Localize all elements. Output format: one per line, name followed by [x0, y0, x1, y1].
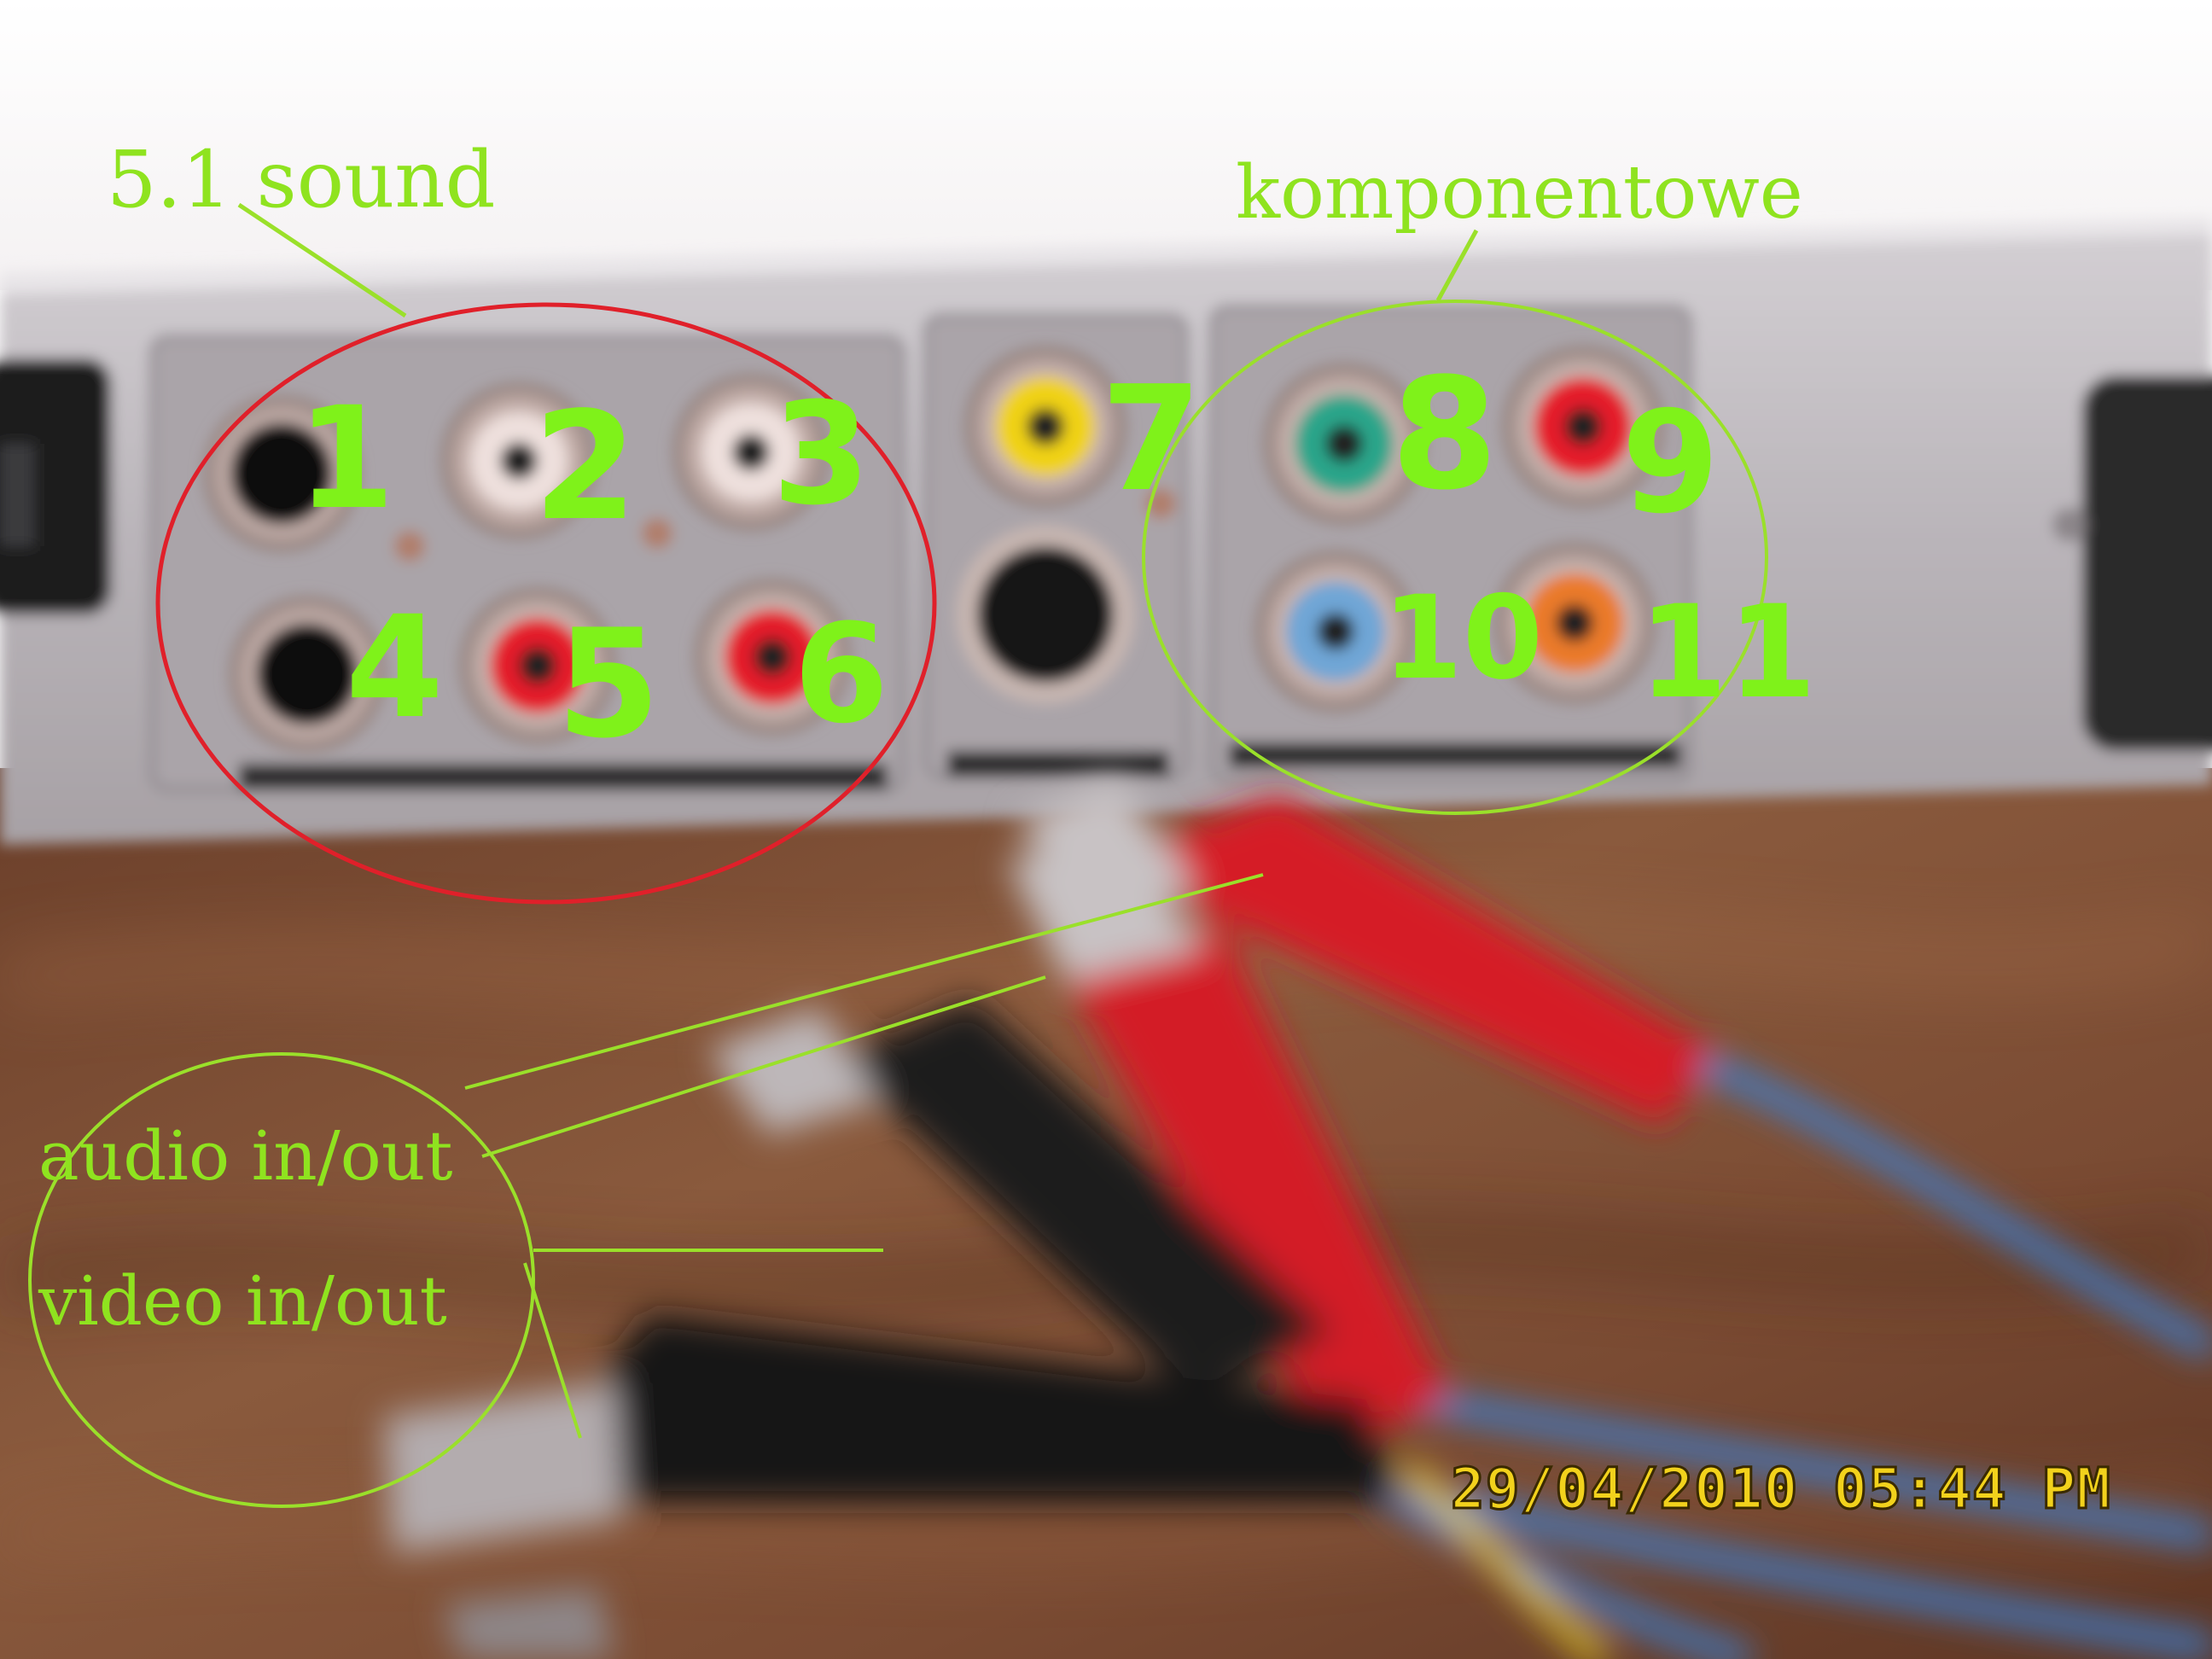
audio-pointer-line-upper: [464, 873, 1264, 1090]
jack-number-11: 11: [1639, 579, 1817, 727]
audio-label: audio in/out: [38, 1116, 453, 1196]
component-pointer-line: [1435, 229, 1479, 302]
jack-number-1: 1: [297, 376, 395, 540]
jack-number-10: 10: [1382, 571, 1543, 705]
jack-number-4: 4: [346, 585, 444, 749]
component-section-label: komponentowe: [1236, 150, 1803, 236]
audio-video-circle: [28, 1052, 535, 1508]
video-label: video in/out: [38, 1261, 447, 1341]
sound-pointer-line: [237, 202, 407, 318]
jack-number-5: 5: [556, 598, 661, 771]
annotation-overlay: [28, 202, 1768, 1508]
jack-number-7: 7: [1101, 355, 1202, 524]
sound-section-circle: [155, 302, 937, 905]
video-pointer-line-down: [523, 1262, 582, 1439]
jack-number-2: 2: [533, 381, 637, 554]
jack-number-8: 8: [1391, 346, 1499, 524]
jack-number-3: 3: [772, 372, 870, 536]
component-section-circle: [1142, 300, 1768, 815]
camera-timestamp: 29/04/2010 05:44 PM: [1450, 1456, 2112, 1522]
rca-jacks: [203, 346, 1664, 753]
sound-section-label: 5.1 sound: [107, 134, 496, 225]
jack-number-9: 9: [1621, 381, 1720, 544]
audio-pointer-line-lower: [481, 975, 1046, 1158]
jack-number-6: 6: [794, 594, 889, 754]
